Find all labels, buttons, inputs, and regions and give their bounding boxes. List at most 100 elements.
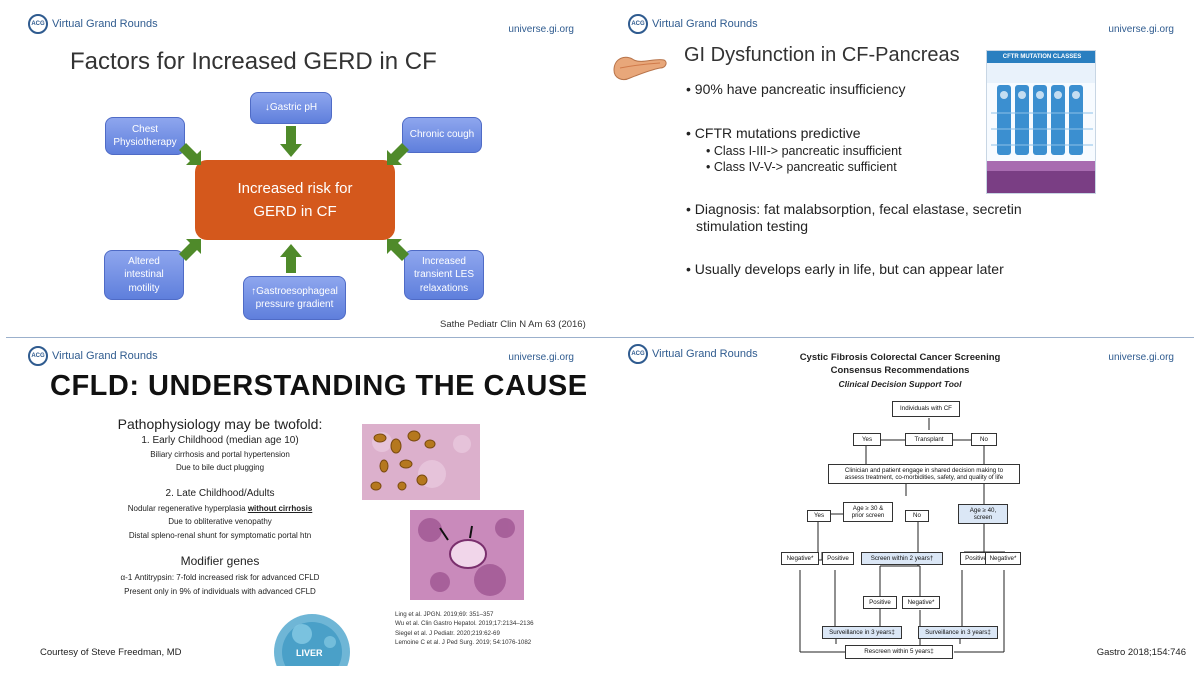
liver-label: LIVER [296, 648, 323, 658]
flow-title: Cystic Fibrosis Colorectal Cancer Screen… [799, 352, 1001, 363]
gastric-ph-box: ↓Gastric pH [250, 92, 332, 124]
acg-logo: ACG Virtual Grand Rounds [628, 344, 758, 364]
bullet-item: • 90% have pancreatic insufficiency [686, 81, 906, 97]
sub-bullet-text: Class I-III-> pancreatic insufficient [713, 144, 902, 158]
node-line: Age ≥ 40, [969, 506, 997, 514]
liver-graphic: LIVER [272, 610, 350, 675]
box-line: pressure gradient [255, 299, 334, 310]
references: Ling et al. JPGN. 2019;69: 351–357 Wu et… [395, 610, 534, 647]
arrow-diagonal-icon [387, 239, 409, 261]
arrow-diagonal-icon [179, 239, 201, 261]
node-positive: Positive [822, 552, 854, 565]
slide-gerd-factors: ACG Virtual Grand Rounds universe.gi.org… [0, 0, 600, 337]
late-line: Distal spleno-renal shunt for symptomati… [128, 531, 312, 540]
site-url: universe.gi.org [1108, 24, 1174, 35]
node-line: prior screen [851, 512, 885, 519]
node-age40: Age ≥ 40,screen [958, 504, 1008, 524]
courtesy: Courtesy of Steve Freedman, MD [40, 647, 182, 658]
acg-logo: ACG Virtual Grand Rounds [628, 14, 758, 34]
node-negative: Negative* [985, 552, 1021, 565]
logo-text: Virtual Grand Rounds [52, 18, 158, 30]
early-line: Biliary cirrhosis and portal hypertensio… [150, 450, 290, 459]
histology-graphic [362, 424, 480, 500]
chronic-cough-box: Chronic cough [402, 117, 482, 153]
node-shared-decision: Clinician and patient engage in shared d… [828, 464, 1020, 484]
node-transplant: Transplant [905, 433, 953, 446]
acg-logo: ACG Virtual Grand Rounds [28, 14, 158, 34]
node-yes: Yes [853, 433, 881, 446]
node-yes: Yes [807, 510, 831, 522]
slide-title: GI Dysfunction in CF-Pancreas [684, 44, 960, 66]
reference: Siegel et al. J Pediatr. 2020;219:62-69 [395, 629, 500, 637]
flow-subtitle: Clinical Decision Support Tool [838, 379, 962, 389]
modifier-heading: Modifier genes [180, 554, 260, 568]
late-line-text: Nodular regenerative hyperplasia [127, 504, 248, 513]
node-positive: Positive [863, 596, 897, 609]
modifier-line: α-1 Antitrypsin: 7-fold increased risk f… [120, 573, 320, 582]
bullet-item-continued: stimulation testing [696, 218, 808, 236]
arrow-diagonal-icon [387, 143, 409, 165]
horizontal-divider [6, 337, 1194, 338]
box-line: Chest [131, 123, 159, 135]
reference: Ling et al. JPGN. 2019;69: 351–357 [395, 611, 494, 618]
site-url: universe.gi.org [508, 352, 574, 363]
slide-title: Factors for Increased GERD in CF [70, 48, 437, 75]
early-line: Due to bile duct plugging [175, 463, 265, 472]
slide-crc-screening: ACG Virtual Grand Rounds universe.gi.org… [600, 338, 1200, 675]
node-rescreen: Rescreen within 5 years‡ [845, 645, 953, 659]
logo-text: Virtual Grand Rounds [652, 348, 758, 360]
cftr-mutation-poster: CFTR MUTATION CLASSES [986, 50, 1096, 194]
bullet-text: stimulation testing [696, 218, 809, 234]
flow-title: Consensus Recommendations [830, 365, 970, 376]
sub-bullet: • Class I-III-> pancreatic insufficient [706, 144, 902, 158]
box-line: motility [128, 282, 160, 294]
logo-text: Virtual Grand Rounds [52, 350, 158, 362]
slide-title: CFLD: UNDERSTANDING THE CAUSE [50, 370, 588, 402]
reference: Wu et al. Clin Gastro Hepatol. 2019;17:2… [395, 620, 534, 628]
citation: Sathe Pediatr Clin N Am 63 (2016) [440, 319, 586, 330]
sub-bullet: • Class IV-V-> pancreatic sufficient [706, 160, 897, 174]
late-line-nrh: Nodular regenerative hyperplasia without… [80, 504, 360, 513]
histology-image [410, 510, 524, 600]
acg-logo-icon: ACG [28, 14, 48, 34]
node-negative: Negative* [781, 552, 819, 565]
bullet-text: Diagnosis: fat malabsorption, fecal elas… [694, 201, 1022, 217]
node-line: assess treatment, co-morbidities, safety… [844, 474, 1004, 481]
arrow-diagonal-icon [179, 143, 201, 165]
late-line: Due to obliterative venopathy [168, 517, 272, 526]
poster-title: CFTR MUTATION CLASSES [987, 51, 1095, 63]
slide-cfld: ACG Virtual Grand Rounds universe.gi.org… [0, 338, 600, 675]
node-screen-2-years: Screen within 2 years† [861, 552, 943, 565]
box-line: Increased [422, 255, 466, 267]
node-individuals: Individuals with CF [892, 401, 960, 417]
box-line: transient LES [413, 269, 475, 281]
diagram-arrows [179, 126, 409, 273]
box-line: Altered [128, 255, 160, 267]
slide-pancreas: ACG Virtual Grand Rounds universe.gi.org… [600, 0, 1200, 337]
pancreas-icon [613, 56, 667, 81]
box-line: Chronic cough [409, 129, 475, 141]
liver-icon [274, 614, 350, 675]
bullet-item: • CFTR mutations predictive [686, 125, 861, 141]
node-negative: Negative* [902, 596, 940, 609]
histology-image [362, 424, 480, 500]
sub-bullet-text: Class IV-V-> pancreatic sufficient [713, 160, 897, 174]
arrow-up-icon [280, 244, 302, 273]
acg-logo-icon: ACG [628, 344, 648, 364]
acg-logo-icon: ACG [628, 14, 648, 34]
node-surveillance: Surveillance in 3 years‡ [918, 626, 998, 639]
node-age30: Age ≥ 30 &prior screen [843, 502, 893, 522]
flowchart-connectors [799, 418, 1005, 653]
node-line: screen [973, 514, 993, 521]
bullet-text: Usually develops early in life, but can … [694, 261, 1004, 277]
histology-graphic [410, 510, 524, 600]
box-line: ↑Gastroesophageal [251, 285, 338, 297]
acg-logo-icon: ACG [28, 346, 48, 366]
modifier-line: Present only in 9% of individuals with a… [124, 587, 316, 596]
center-line: Increased risk for [237, 179, 353, 197]
box-line: Physiotherapy [113, 137, 177, 148]
